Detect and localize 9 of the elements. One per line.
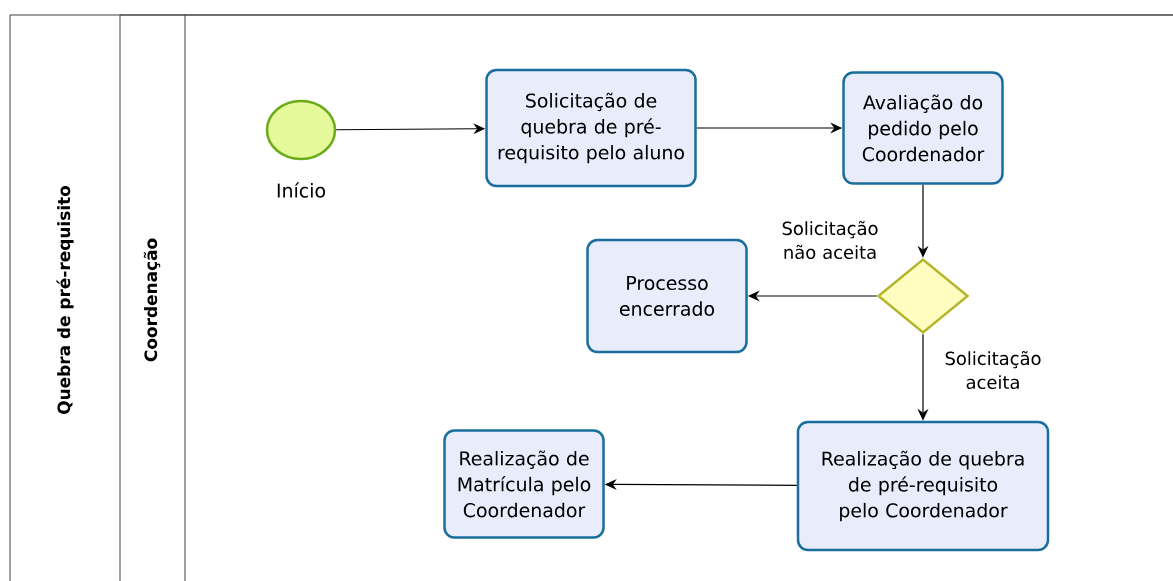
event-label: Início — [277, 182, 326, 198]
task-box: Realização de quebra de pré-requisito pelo Coordenador — [796, 420, 1050, 552]
task-box: Realização de Matrícula pelo Coordenador — [443, 429, 605, 539]
edge-label: Solicitação aceita — [945, 350, 1041, 390]
edge-label: Solicitação não aceita — [782, 220, 878, 260]
task-box: Solicitação de quebra de pré-requisito pelo aluno — [485, 68, 697, 188]
task-box: Avaliação do pedido pelo Coordenador — [842, 71, 1004, 185]
start-event-circle — [265, 99, 337, 161]
task-box: Processo encerrado — [586, 238, 748, 354]
